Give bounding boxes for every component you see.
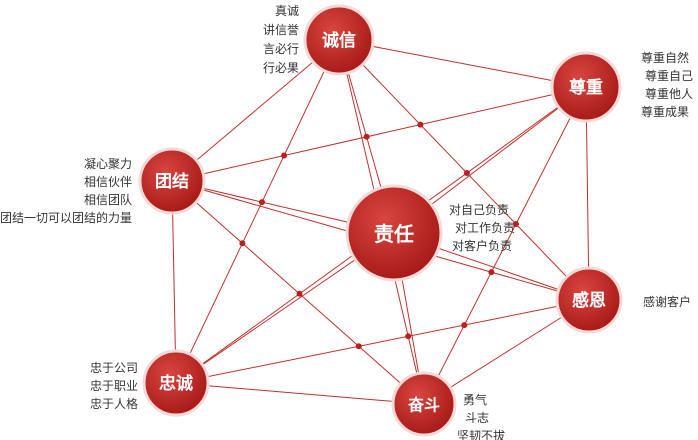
note-chengxin-1: 讲信誉	[263, 22, 299, 37]
note-zunzhong-3: 尊重成果	[641, 104, 689, 119]
node-circle-ganen	[555, 266, 623, 334]
node-circle-zunzhong	[550, 51, 622, 123]
note-chengxin-0: 真诚	[275, 4, 299, 18]
note-zhongcheng-0: 忠于公司	[90, 361, 138, 375]
junction-dot	[417, 121, 424, 128]
node-label-fendou: 奋斗	[407, 396, 440, 415]
node-circle-chengxin	[303, 4, 375, 76]
note-fendou-2: 坚韧不拔	[457, 428, 505, 440]
edge-zunzhong-fendou	[423, 86, 587, 405]
note-zunzhong-2: 尊重他人	[645, 86, 693, 101]
junction-dot	[239, 240, 246, 247]
edge-zhongcheng-fendou	[175, 382, 425, 405]
note-tuanjie-3: 团结一切可以团结的力量	[0, 210, 132, 225]
junction-dot	[355, 343, 362, 350]
node-zeren: 责任	[345, 184, 443, 282]
node-zunzhong: 尊重	[550, 51, 622, 123]
node-fendou: 奋斗	[391, 371, 457, 437]
edge-zunzhong-ganen	[585, 86, 590, 301]
note-tuanjie-0: 凝心聚力	[84, 156, 132, 171]
note-ganen-0: 感谢客户	[643, 294, 691, 309]
note-tuanjie-1: 相信伙伴	[84, 175, 132, 189]
node-tuanjie: 团结	[138, 147, 206, 215]
note-zeren-1: 对工作负责	[455, 221, 515, 235]
node-circle-zeren	[345, 184, 443, 282]
junction-dot	[281, 152, 288, 159]
note-zeren-2: 对客户负责	[452, 238, 512, 253]
junction-dot	[259, 199, 265, 206]
node-circle-zhongcheng	[142, 349, 210, 417]
junction-dot	[461, 322, 468, 329]
note-chengxin-3: 行必果	[263, 61, 299, 75]
junction-dot	[513, 221, 519, 227]
node-zhongcheng: 忠诚	[142, 349, 210, 417]
edge-chengxin-zunzhong	[338, 39, 587, 88]
note-zunzhong-0: 尊重自然	[641, 50, 689, 65]
note-tuanjie-2: 相信团队	[84, 192, 132, 207]
node-label-zunzhong: 尊重	[569, 77, 603, 98]
notes: 真诚讲信誉言必行行必果尊重自然尊重自己尊重他人尊重成果凝心聚力相信伙伴相信团队团…	[0, 4, 693, 440]
note-fendou-0: 勇气	[463, 392, 487, 407]
edge-chengxin-zhongcheng	[175, 39, 340, 384]
junction-dot	[463, 170, 470, 176]
note-zeren-0: 对自己负责	[449, 203, 509, 217]
junction-dot	[488, 269, 495, 276]
edge-chengxin-tuanjie	[171, 39, 340, 182]
node-label-zhongcheng: 忠诚	[159, 373, 193, 394]
node-label-zeren: 责任	[374, 222, 414, 246]
note-chengxin-2: 言必行	[263, 42, 299, 56]
node-label-tuanjie: 团结	[155, 171, 189, 192]
junctions	[239, 121, 519, 350]
node-label-ganen: 感恩	[572, 290, 606, 311]
edge-chengxin-ganen	[338, 39, 590, 301]
node-ganen: 感恩	[555, 266, 623, 334]
edge-ganen-zhongcheng	[175, 299, 590, 384]
node-chengxin: 诚信	[303, 4, 375, 76]
node-circle-tuanjie	[138, 147, 206, 215]
junction-dot	[363, 133, 370, 140]
node-circle-fendou	[391, 371, 457, 437]
junction-dot	[405, 333, 412, 340]
note-zhongcheng-2: 忠于人格	[90, 396, 138, 411]
edge-tuanjie-zhongcheng	[171, 180, 177, 384]
note-fendou-1: 斗志	[465, 411, 489, 425]
node-label-chengxin: 诚信	[322, 30, 356, 51]
note-zunzhong-1: 尊重自己	[645, 68, 693, 83]
edge-zunzhong-tuanjie	[171, 86, 587, 182]
junction-dot	[296, 290, 303, 297]
note-zhongcheng-1: 忠于职业	[90, 379, 138, 393]
